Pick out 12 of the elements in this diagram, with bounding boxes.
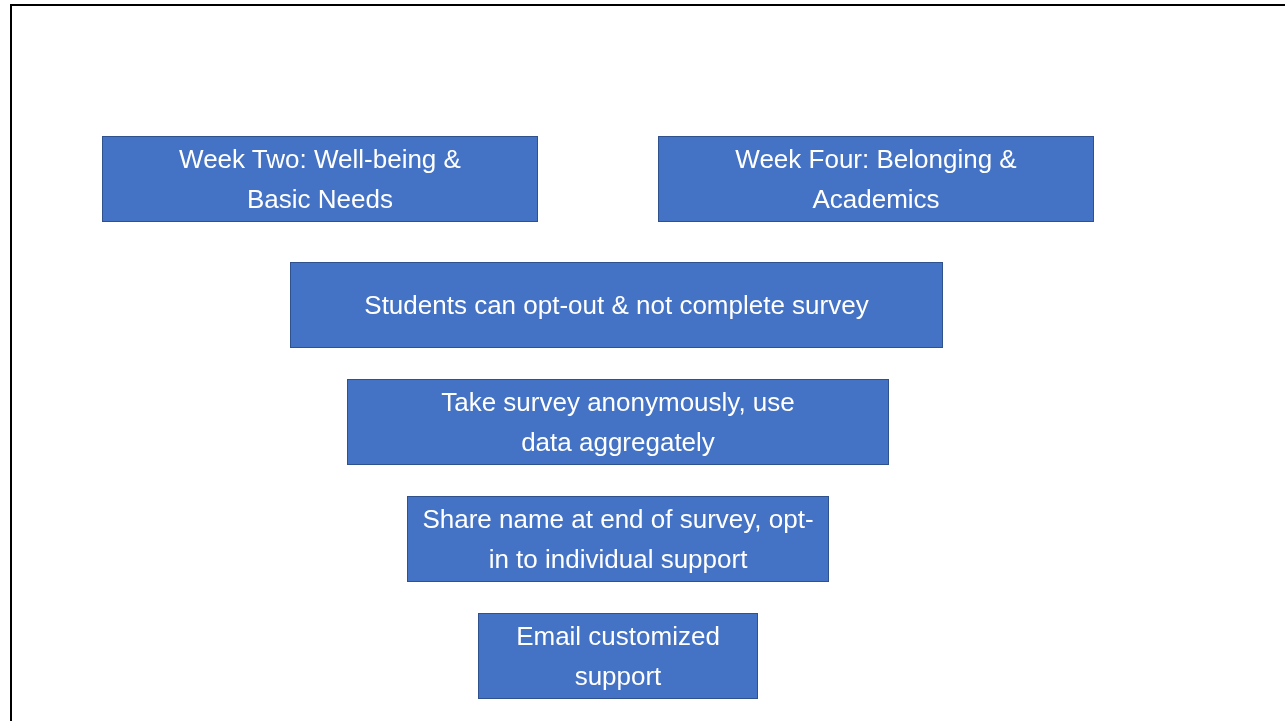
process-box [102, 136, 538, 222]
process-box [407, 496, 829, 582]
process-box [658, 136, 1094, 222]
box-text: Take survey anonymously, use data aggregately [440, 386, 796, 459]
box-text: Week Two: Well-being & Basic Needs [178, 143, 462, 216]
box-text: Share name at end of survey, opt-in to individual support [421, 503, 815, 576]
box-text: Email customized support [515, 620, 721, 693]
box-text: Students can opt-out & not complete survey [364, 289, 869, 322]
box-text: Week Four: Belonging & Academics [734, 143, 1018, 216]
process-box [290, 262, 943, 348]
process-box [478, 613, 758, 699]
process-box [347, 379, 889, 465]
